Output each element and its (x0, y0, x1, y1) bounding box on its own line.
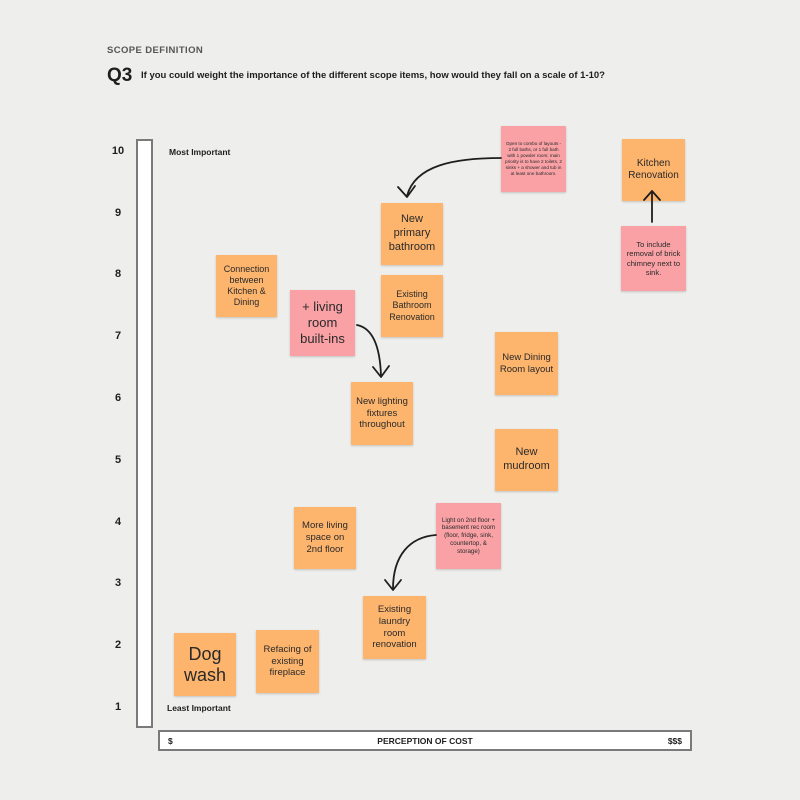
sticky-kitchen-dining[interactable]: Connection between Kitchen & Dining (216, 255, 277, 317)
arrow-layouts-to-bathroom-head (397, 185, 416, 198)
cost-axis-bar: $ PERCEPTION OF COST $$$ (158, 730, 692, 751)
cost-min-label: $ (168, 736, 173, 746)
sticky-rec-room-note[interactable]: Light on 2nd floor + basement rec room (… (436, 503, 501, 569)
sticky-layouts-note[interactable]: Open to combo of layouts - 2 full baths,… (501, 126, 566, 192)
arrow-builtins-to-lighting-head (372, 365, 390, 378)
y-tick-6: 6 (114, 392, 122, 404)
sticky-existing-bathroom[interactable]: Existing Bathroom Renovation (381, 275, 443, 337)
sticky-lighting[interactable]: New lighting fixtures throughout (351, 382, 413, 445)
y-tick-9: 9 (114, 207, 122, 219)
sticky-dining-layout[interactable]: New Dining Room layout (495, 332, 558, 395)
y-tick-4: 4 (114, 516, 122, 528)
cost-max-label: $$$ (667, 736, 682, 746)
least-important-label: Least Important (167, 703, 231, 713)
arrow-recroom-to-laundry-head (384, 579, 402, 591)
y-tick-1: 1 (114, 701, 122, 713)
sticky-laundry-room[interactable]: Existing laundry room renovation (363, 596, 426, 659)
most-important-label: Most Important (169, 147, 231, 157)
y-tick-10: 10 (111, 145, 125, 157)
arrow-recroom-to-laundry (392, 534, 437, 590)
question-number: Q3 (107, 65, 133, 86)
sticky-primary-bathroom[interactable]: New primary bathroom (381, 203, 443, 265)
section-label: SCOPE DEFINITION (107, 45, 204, 56)
sticky-mudroom[interactable]: New mudroom (495, 429, 558, 491)
y-tick-3: 3 (114, 577, 122, 589)
sticky-dog-wash[interactable]: Dog wash (174, 633, 236, 696)
arrow-builtins-to-lighting (356, 324, 382, 377)
y-tick-8: 8 (114, 268, 122, 280)
sticky-kitchen-renovation[interactable]: Kitchen Renovation (622, 139, 685, 201)
y-tick-2: 2 (114, 639, 122, 651)
sticky-living-space[interactable]: More living space on 2nd floor (294, 507, 356, 569)
sticky-chimney-note[interactable]: To include removal of brick chimney next… (621, 226, 686, 291)
arrow-chimney-to-kitchen-head (643, 190, 661, 201)
importance-axis-bar (136, 139, 153, 728)
question-text: If you could weight the importance of th… (141, 70, 605, 81)
sticky-living-builtins[interactable]: + living room built-ins (290, 290, 355, 356)
y-tick-5: 5 (114, 454, 122, 466)
cost-axis-title: PERCEPTION OF COST (377, 736, 473, 746)
arrow-layouts-to-bathroom (406, 157, 502, 197)
y-tick-7: 7 (114, 330, 122, 342)
sticky-fireplace[interactable]: Refacing of existing fireplace (256, 630, 319, 693)
